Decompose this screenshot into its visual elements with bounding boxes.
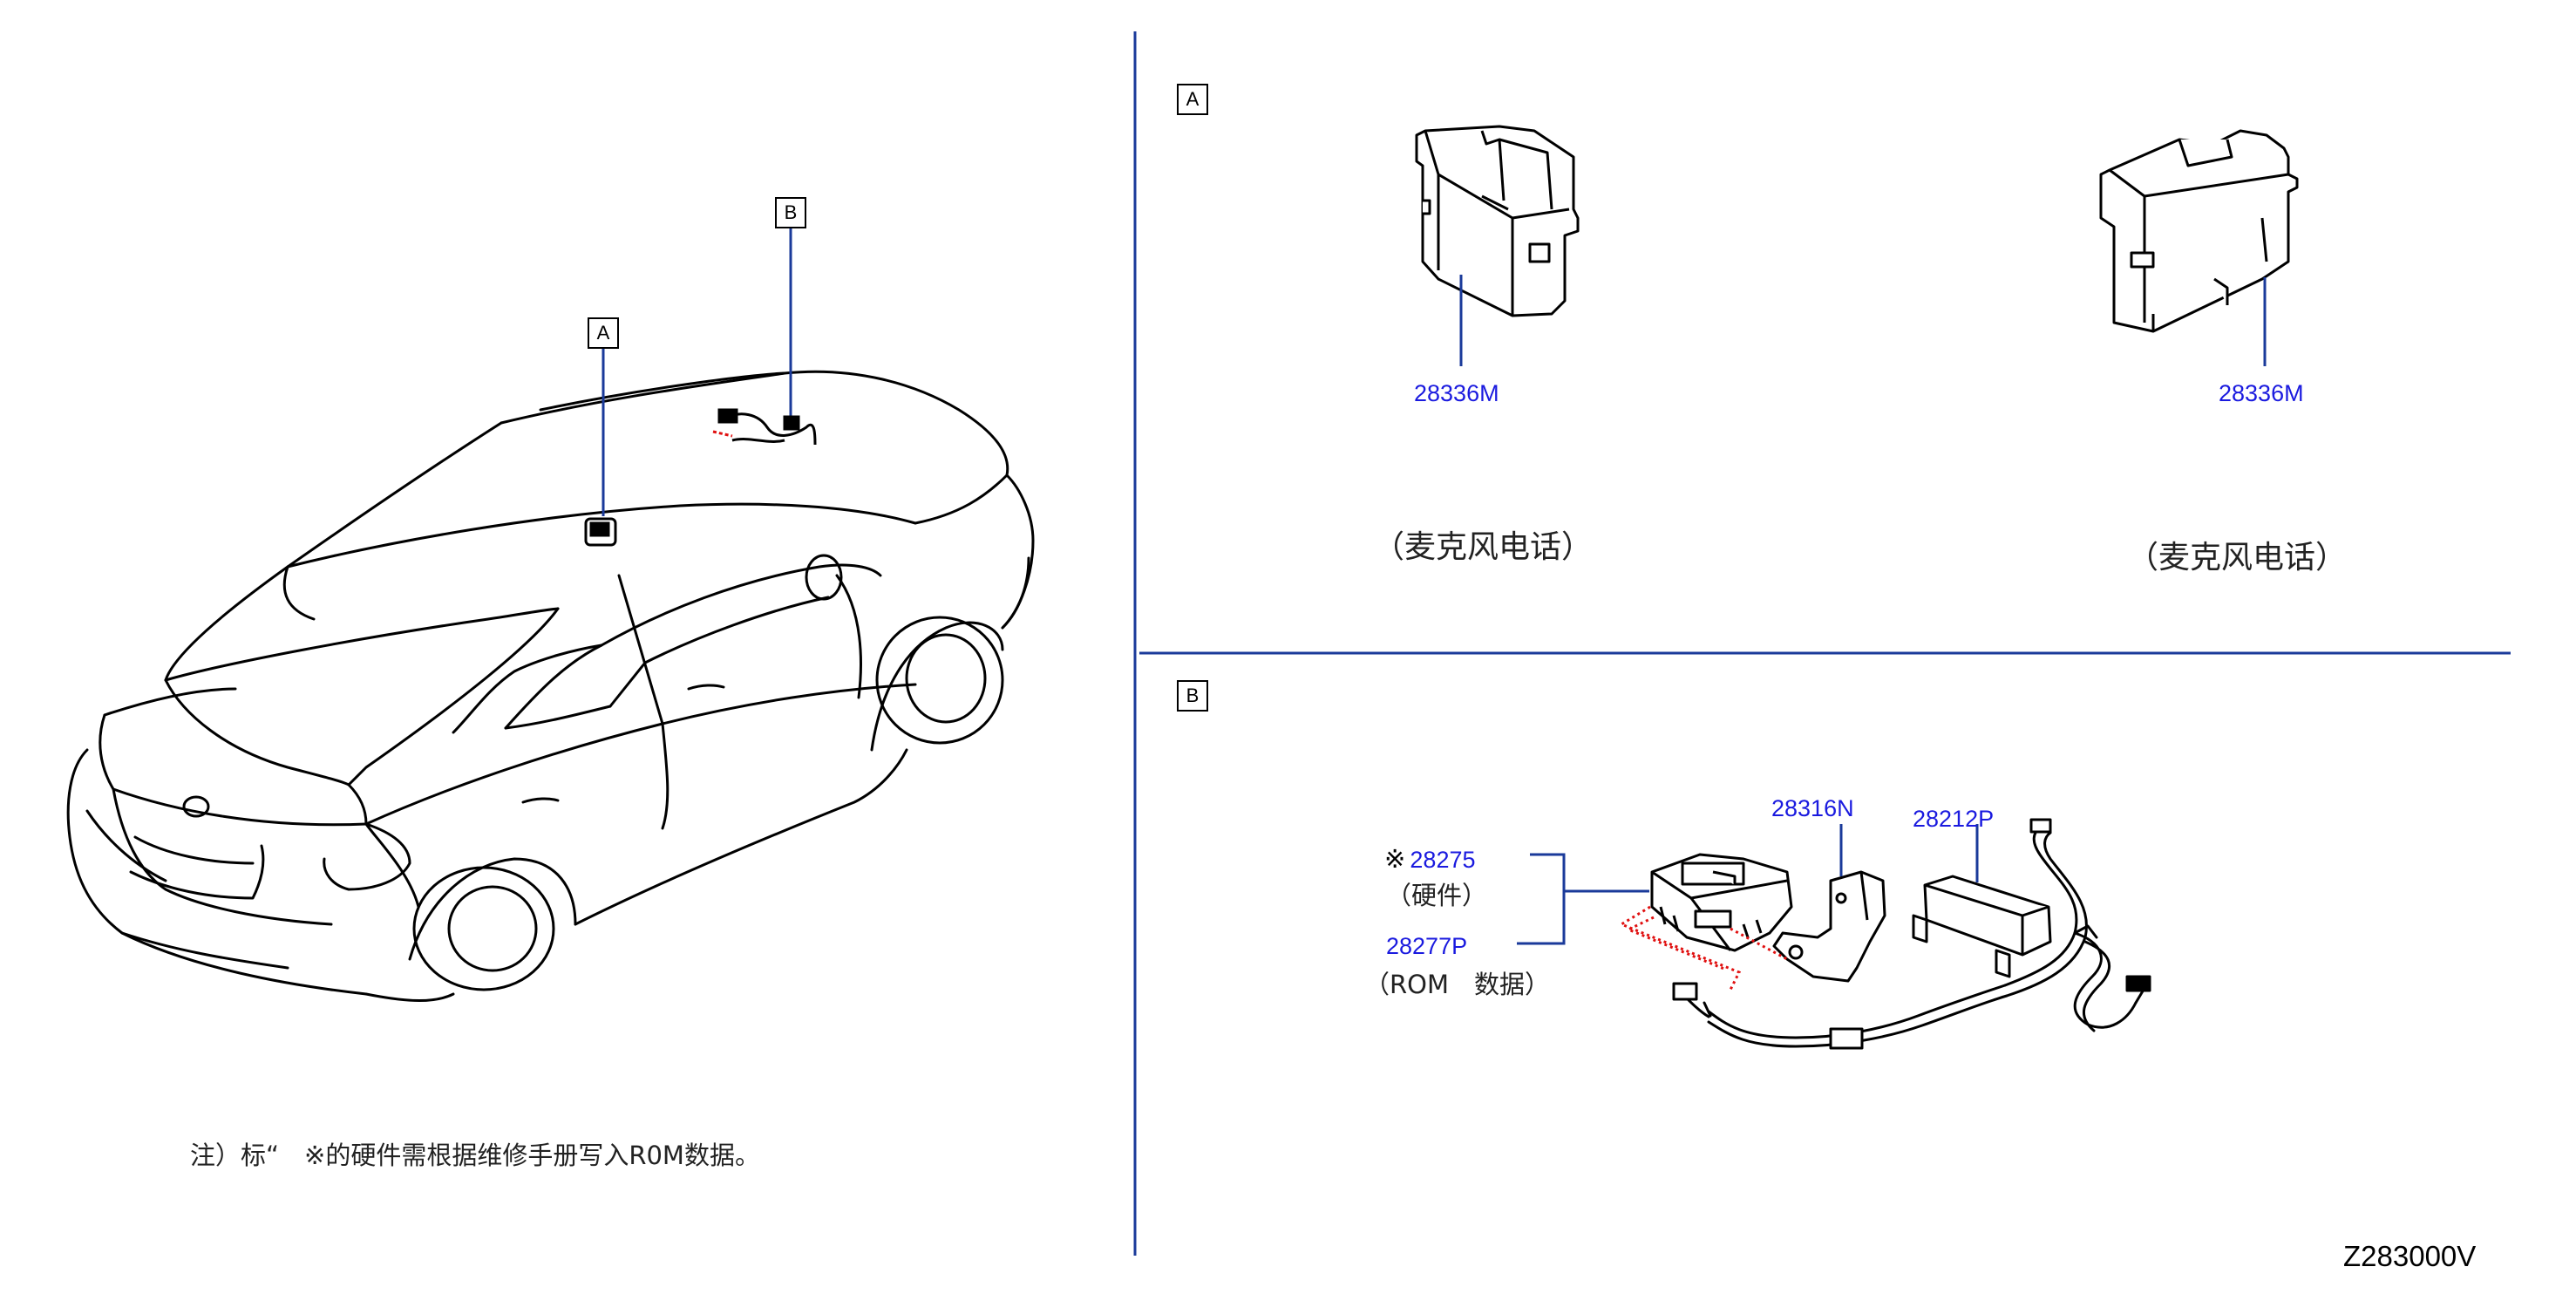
part-28275-number: 28275 [1410,847,1476,873]
antenna-28212p-illustration [1912,875,2052,978]
bracket-28316n-illustration [1772,870,1886,983]
callout-b-box-car: B [775,197,806,228]
part-28212p-number: 28212P [1913,806,1995,832]
microphone-right-illustration [2099,129,2299,333]
part-28336m-right-number: 28336M [2219,380,2304,406]
roof-harness-part [712,408,817,446]
part-28336m-left-description: （麦克风电话） [1373,529,1594,565]
part-28336m-left-number: 28336M [1414,380,1499,406]
microphone-left-illustration [1415,125,1580,317]
rom-note: 注）标“ ※的硬件需根据维修手册写入R0M数据。 [190,1141,760,1170]
panel-b-label: B [1177,680,1208,712]
part-28275-label: ※ 28275 [1384,844,1476,874]
harness-cable-illustration [1672,818,2151,1050]
part-28275-description: （硬件） [1386,881,1488,910]
callout-a-box-car: A [588,317,619,349]
part-28277p-description: （ROM 数据） [1364,970,1550,999]
dotted-connection-lines [1618,905,1788,991]
part-28275-bracket [1517,853,1649,945]
part-28277p-number: 28277P [1386,933,1468,959]
part-28316n-number: 28316N [1771,795,1854,821]
part-28336m-right-description: （麦克风电话） [2127,540,2348,575]
figure-code: Z283000V [2343,1240,2477,1272]
car-illustration [66,370,1035,1002]
rom-mark: ※ [1384,844,1406,874]
roof-microphone-part [584,517,617,547]
panel-a-label: A [1177,84,1208,115]
tcu-module-illustration [1650,853,1793,952]
